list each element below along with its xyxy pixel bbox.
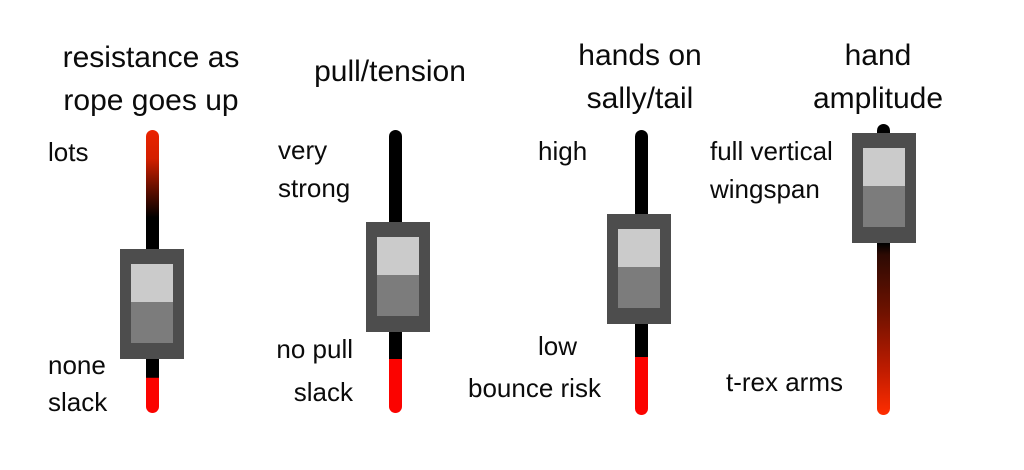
slider-pull-tension-bottom-label: slack: [293, 377, 353, 407]
title-line: resistance as: [62, 41, 240, 74]
title-line: pull/tension: [314, 55, 466, 88]
slider-pull-tension-thumb[interactable]: [366, 222, 430, 332]
slider-pull-tension-bottom-label: no pull: [276, 334, 353, 364]
title-line: hand: [844, 39, 912, 72]
thumb-inner-bottom: [377, 275, 419, 316]
slider-pull-tension-top-label: very: [278, 135, 328, 165]
thumb-inner-bottom: [131, 302, 173, 343]
thumb-inner-bottom: [863, 186, 905, 227]
title-line: sally/tail: [586, 82, 694, 115]
thumb-inner-top: [618, 229, 660, 267]
title-line: amplitude: [812, 82, 944, 115]
slider-hand-amplitude-title: hand amplitude: [790, 34, 966, 120]
slider-hand-amplitude-thumb[interactable]: [852, 133, 916, 243]
slider-resistance-title: resistance as rope goes up: [41, 36, 261, 122]
slider-hands-on-top-label: high: [538, 136, 588, 166]
thumb-inner-top: [377, 237, 419, 275]
slider-resistance-bottom-label: slack: [48, 387, 108, 417]
slider-hand-amplitude-top-label: full vertical: [710, 136, 833, 166]
slider-hand-amplitude-top-label: wingspan: [710, 174, 820, 204]
slider-hands-on-thumb[interactable]: [607, 214, 671, 324]
thumb-inner-top: [863, 148, 905, 186]
slider-resistance-thumb[interactable]: [120, 249, 184, 359]
title-line: rope goes up: [63, 84, 239, 117]
slider-resistance-top-label: lots: [48, 137, 89, 167]
title-line: hands on: [578, 39, 702, 72]
thumb-inner-top: [131, 264, 173, 302]
slider-hands-on-bottom-label: low: [538, 331, 578, 361]
thumb-inner: [377, 237, 419, 316]
slider-hands-on-title: hands on sally/tail: [550, 34, 730, 120]
thumb-inner: [863, 148, 905, 227]
thumb-inner: [618, 229, 660, 308]
slider-hands-on-bottom-label: bounce risk: [468, 373, 601, 403]
thumb-inner-bottom: [618, 267, 660, 308]
slider-pull-tension-top-label: strong: [278, 173, 351, 203]
slider-hand-amplitude-bottom-label: t-rex arms: [726, 367, 843, 397]
slider-pull-tension-title: pull/tension: [290, 50, 490, 93]
thumb-inner: [131, 264, 173, 343]
slider-resistance-bottom-label: none: [48, 350, 106, 380]
